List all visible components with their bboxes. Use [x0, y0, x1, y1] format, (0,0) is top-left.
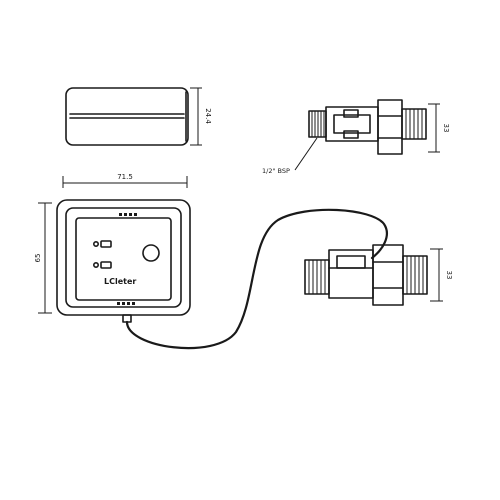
dim-box-width: 71.5	[62, 173, 188, 188]
sensor-side-view	[304, 244, 428, 306]
thread-leader: 1/2" BSP	[262, 137, 318, 175]
bottom-indicator-dots	[117, 302, 135, 305]
led-indicator-lower	[93, 261, 112, 269]
box-side-view	[65, 87, 189, 146]
sensor-top-view	[308, 99, 427, 155]
brand-label: LCleter	[104, 277, 136, 286]
top-indicator-dots	[119, 213, 137, 216]
sensor-top-inner	[333, 114, 371, 134]
sensor-cable	[125, 208, 388, 350]
dim-sensor-bottom-height: 33	[430, 248, 453, 302]
sensor-side-cap	[336, 255, 366, 269]
controller-push-button[interactable]	[142, 244, 160, 262]
dim-box-depth-label: 24.4	[204, 108, 212, 124]
dim-box-width-label: 71.5	[117, 173, 133, 181]
dim-box-depth: 24.4	[190, 87, 212, 146]
controller-front-view: LCleter	[56, 199, 191, 323]
box-side-outline	[65, 87, 189, 146]
controller-faceplate	[75, 217, 172, 301]
sensor-top-cap-a	[343, 109, 359, 118]
thread-note-label: 1/2" BSP	[262, 167, 290, 175]
controller-inner-frame	[65, 207, 182, 308]
led-indicator-upper	[93, 240, 112, 248]
sensor-top-cap-b	[343, 130, 359, 139]
sensor-top-hex	[377, 99, 403, 155]
dim-sensor-top-label: 33	[442, 124, 450, 133]
dim-sensor-top-height: 33	[428, 103, 450, 153]
dim-box-height-label: 65	[34, 254, 42, 263]
dim-box-height: 65	[34, 202, 52, 314]
dim-sensor-bottom-label: 33	[445, 271, 453, 280]
sensor-side-body	[328, 249, 374, 299]
